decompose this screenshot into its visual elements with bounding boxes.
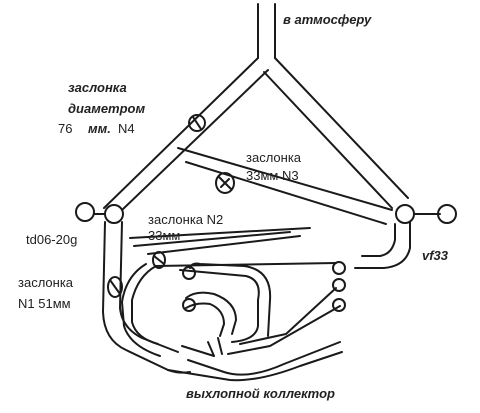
left-turbo <box>75 202 124 224</box>
damper-n4-unit: мм. <box>88 121 111 136</box>
damper-n2-label-line2: 33мм <box>148 228 181 243</box>
damper-n3 <box>215 172 235 194</box>
manifold-ports <box>182 261 346 312</box>
damper-n1 <box>107 276 123 298</box>
cross-pipe-n3 <box>177 147 393 225</box>
right-turbo <box>354 204 457 269</box>
right-turbo-label: vf33 <box>422 248 449 263</box>
left-trunk-pipe <box>103 57 269 211</box>
atmosphere-label: в атмосферу <box>283 12 372 27</box>
damper-n3-label-line1: заслонка <box>246 150 302 165</box>
manifold-runners <box>121 262 343 382</box>
damper-n4-id: N4 <box>118 121 135 136</box>
atmosphere-pipe <box>257 3 276 59</box>
left-turbo-label: td06-20g <box>26 232 78 247</box>
pipe-n2 <box>129 227 337 267</box>
manifold-label: выхлопной коллектор <box>186 386 335 401</box>
right-trunk-pipe <box>263 57 409 209</box>
damper-n2-label-line1: заслонка N2 <box>148 212 224 227</box>
damper-n2 <box>152 251 166 269</box>
damper-n3-label-line2: 33мм N3 <box>246 168 299 183</box>
damper-n1-label-line1: заслонка <box>18 275 74 290</box>
damper-n4-label-line1: заслонка <box>68 80 127 95</box>
damper-n4-label-line2: диаметром <box>68 101 146 116</box>
damper-n4-size: 76 <box>58 121 73 136</box>
damper-n1-label-line2: N1 51мм <box>18 296 71 311</box>
damper-n4 <box>188 114 206 132</box>
